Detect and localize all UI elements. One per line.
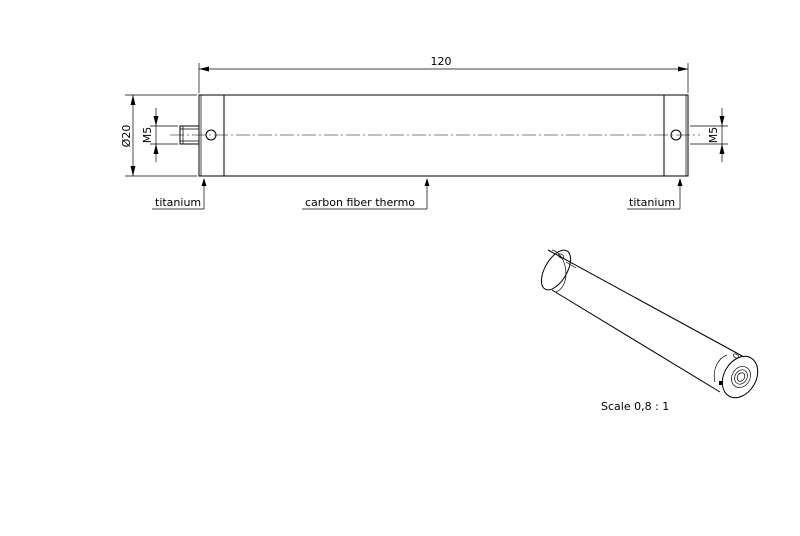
iso-back-cap-ring — [551, 249, 567, 293]
iso-front-thread-outer — [731, 366, 751, 388]
rod-body — [198, 94, 689, 177]
iso-back-hole — [557, 253, 565, 259]
dimension-length: 120 — [198, 55, 689, 93]
callout-right-titanium: titanium — [627, 178, 683, 210]
iso-front-hole — [732, 353, 740, 359]
dimension-thread-left: M5 — [141, 108, 178, 162]
diameter-dimension-label: Ø20 — [120, 125, 133, 148]
dimension-thread-right: M5 — [690, 108, 728, 162]
callout-left-label: titanium — [155, 196, 201, 209]
callout-middle-label: carbon fiber thermo — [305, 196, 415, 209]
iso-back-end — [540, 249, 572, 291]
iso-front-thread-mid — [734, 369, 748, 385]
iso-front-face — [721, 355, 759, 399]
callout-left-titanium: titanium — [152, 178, 207, 210]
iso-top-edge — [547, 249, 745, 358]
length-dimension-label: 120 — [431, 55, 452, 68]
iso-front-thread-inner — [736, 372, 746, 382]
thread-right-label: M5 — [707, 127, 720, 144]
iso-scale-label: Scale 0,8 : 1 — [601, 400, 669, 413]
iso-bottom-edge — [551, 289, 721, 393]
callout-carbon-fiber: carbon fiber thermo — [302, 178, 430, 210]
dimension-diameter: Ø20 — [120, 94, 197, 177]
isometric-view: Scale 0,8 : 1 — [540, 249, 759, 413]
iso-front-hole-lower — [719, 381, 723, 385]
iso-front-cap-ring — [713, 354, 728, 383]
thread-left-label: M5 — [141, 127, 154, 144]
callout-right-label: titanium — [629, 196, 675, 209]
front-view — [170, 94, 700, 177]
